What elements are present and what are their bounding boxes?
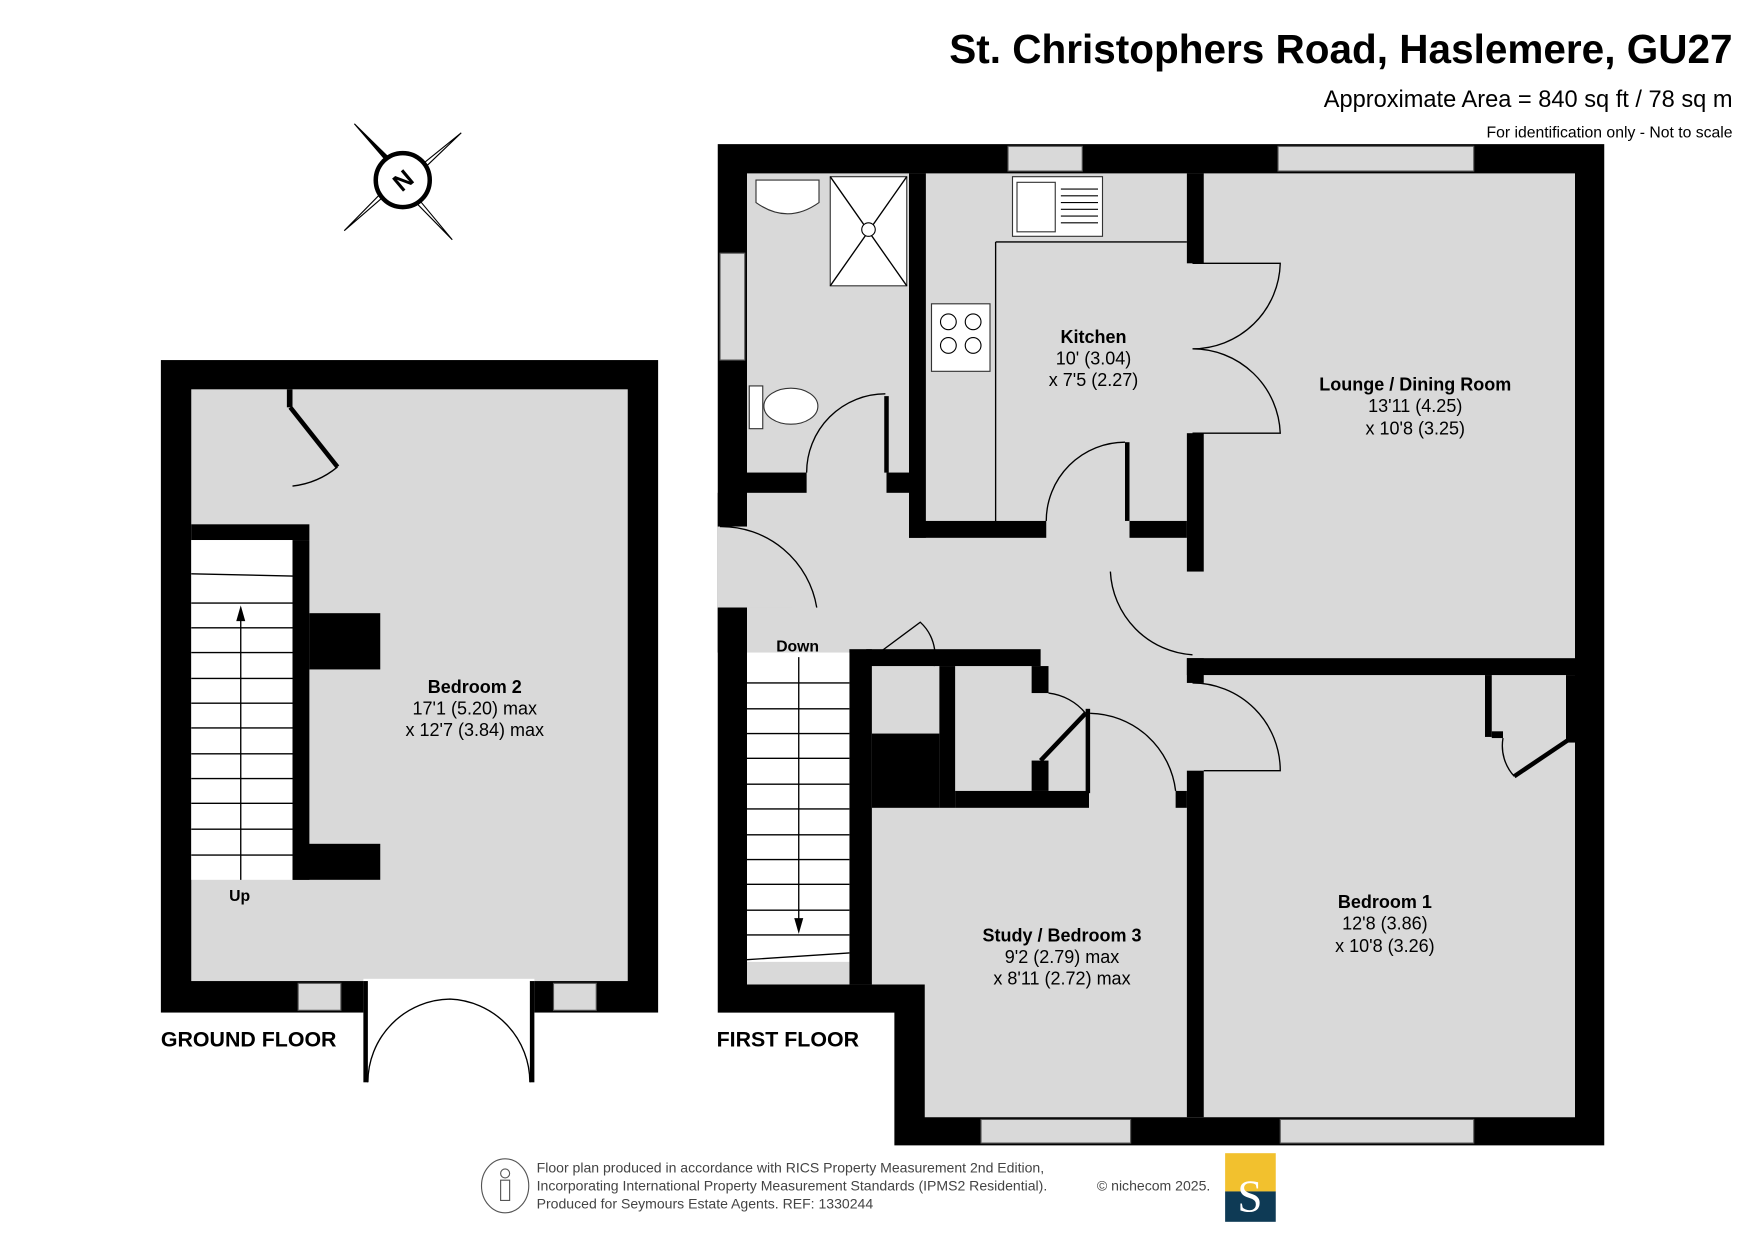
window	[1279, 1118, 1475, 1144]
room-name: Bedroom 2	[428, 677, 522, 697]
room-dimension: 9'2 (2.79) max	[1005, 947, 1119, 967]
window	[1277, 145, 1475, 172]
first-stairs-label: Down	[776, 638, 819, 655]
room-dimension: x 12'7 (3.84) max	[406, 720, 545, 740]
seymours-logo: S	[1225, 1153, 1276, 1222]
footer: Floor plan produced in accordance with R…	[480, 1153, 1276, 1222]
window	[552, 982, 597, 1011]
page-title: St. Christophers Road, Haslemere, GU27	[949, 26, 1732, 72]
area-summary: Approximate Area = 840 sq ft / 78 sq m	[1324, 87, 1733, 113]
room-dimension: 10' (3.04)	[1056, 349, 1131, 369]
window	[719, 252, 746, 361]
first-stairs	[746, 657, 850, 961]
ground-stairs-label: Up	[229, 888, 250, 905]
window	[980, 1118, 1132, 1144]
window	[1007, 145, 1083, 172]
ground-stairs	[191, 573, 293, 880]
room-dimension: x 8'11 (2.72) max	[993, 968, 1130, 988]
footer-line-1: Floor plan produced in accordance with R…	[537, 1159, 1045, 1175]
floor-label: FIRST FLOOR	[717, 1027, 859, 1051]
window	[297, 982, 342, 1011]
room-name: Lounge / Dining Room	[1319, 374, 1511, 394]
room-dimension: x 7'5 (2.27)	[1049, 370, 1138, 390]
copyright: © nichecom 2025.	[1097, 1177, 1210, 1193]
room-name: Bedroom 1	[1338, 892, 1432, 912]
first-floor-plan: Down Kitchen 10' (3.04) x 7'5 (2.27) Lou…	[717, 144, 1605, 1146]
disclaimer: For identification only - Not to scale	[1487, 124, 1733, 141]
footer-line-2: Incorporating International Property Mea…	[537, 1177, 1048, 1193]
floor-label: GROUND FLOOR	[161, 1027, 337, 1051]
logo-letter: S	[1237, 1172, 1262, 1222]
compass-icon: N	[343, 123, 462, 241]
person-icon	[480, 1158, 530, 1214]
ground-floor-plan: Up Bedroom 2 17'1 (5.20) max x 12'7 (3.8…	[160, 360, 659, 1083]
room-dimension: x 10'8 (3.25)	[1366, 418, 1466, 438]
room-dimension: x 10'8 (3.26)	[1335, 936, 1435, 956]
room-dimension: 12'8 (3.86)	[1342, 913, 1428, 933]
room-dimension: 13'11 (4.25)	[1368, 396, 1462, 416]
footer-line-3: Produced for Seymours Estate Agents. REF…	[537, 1195, 874, 1211]
room-dimension: 17'1 (5.20) max	[413, 698, 538, 718]
room-name: Study / Bedroom 3	[982, 926, 1141, 946]
room-name: Kitchen	[1060, 327, 1126, 347]
